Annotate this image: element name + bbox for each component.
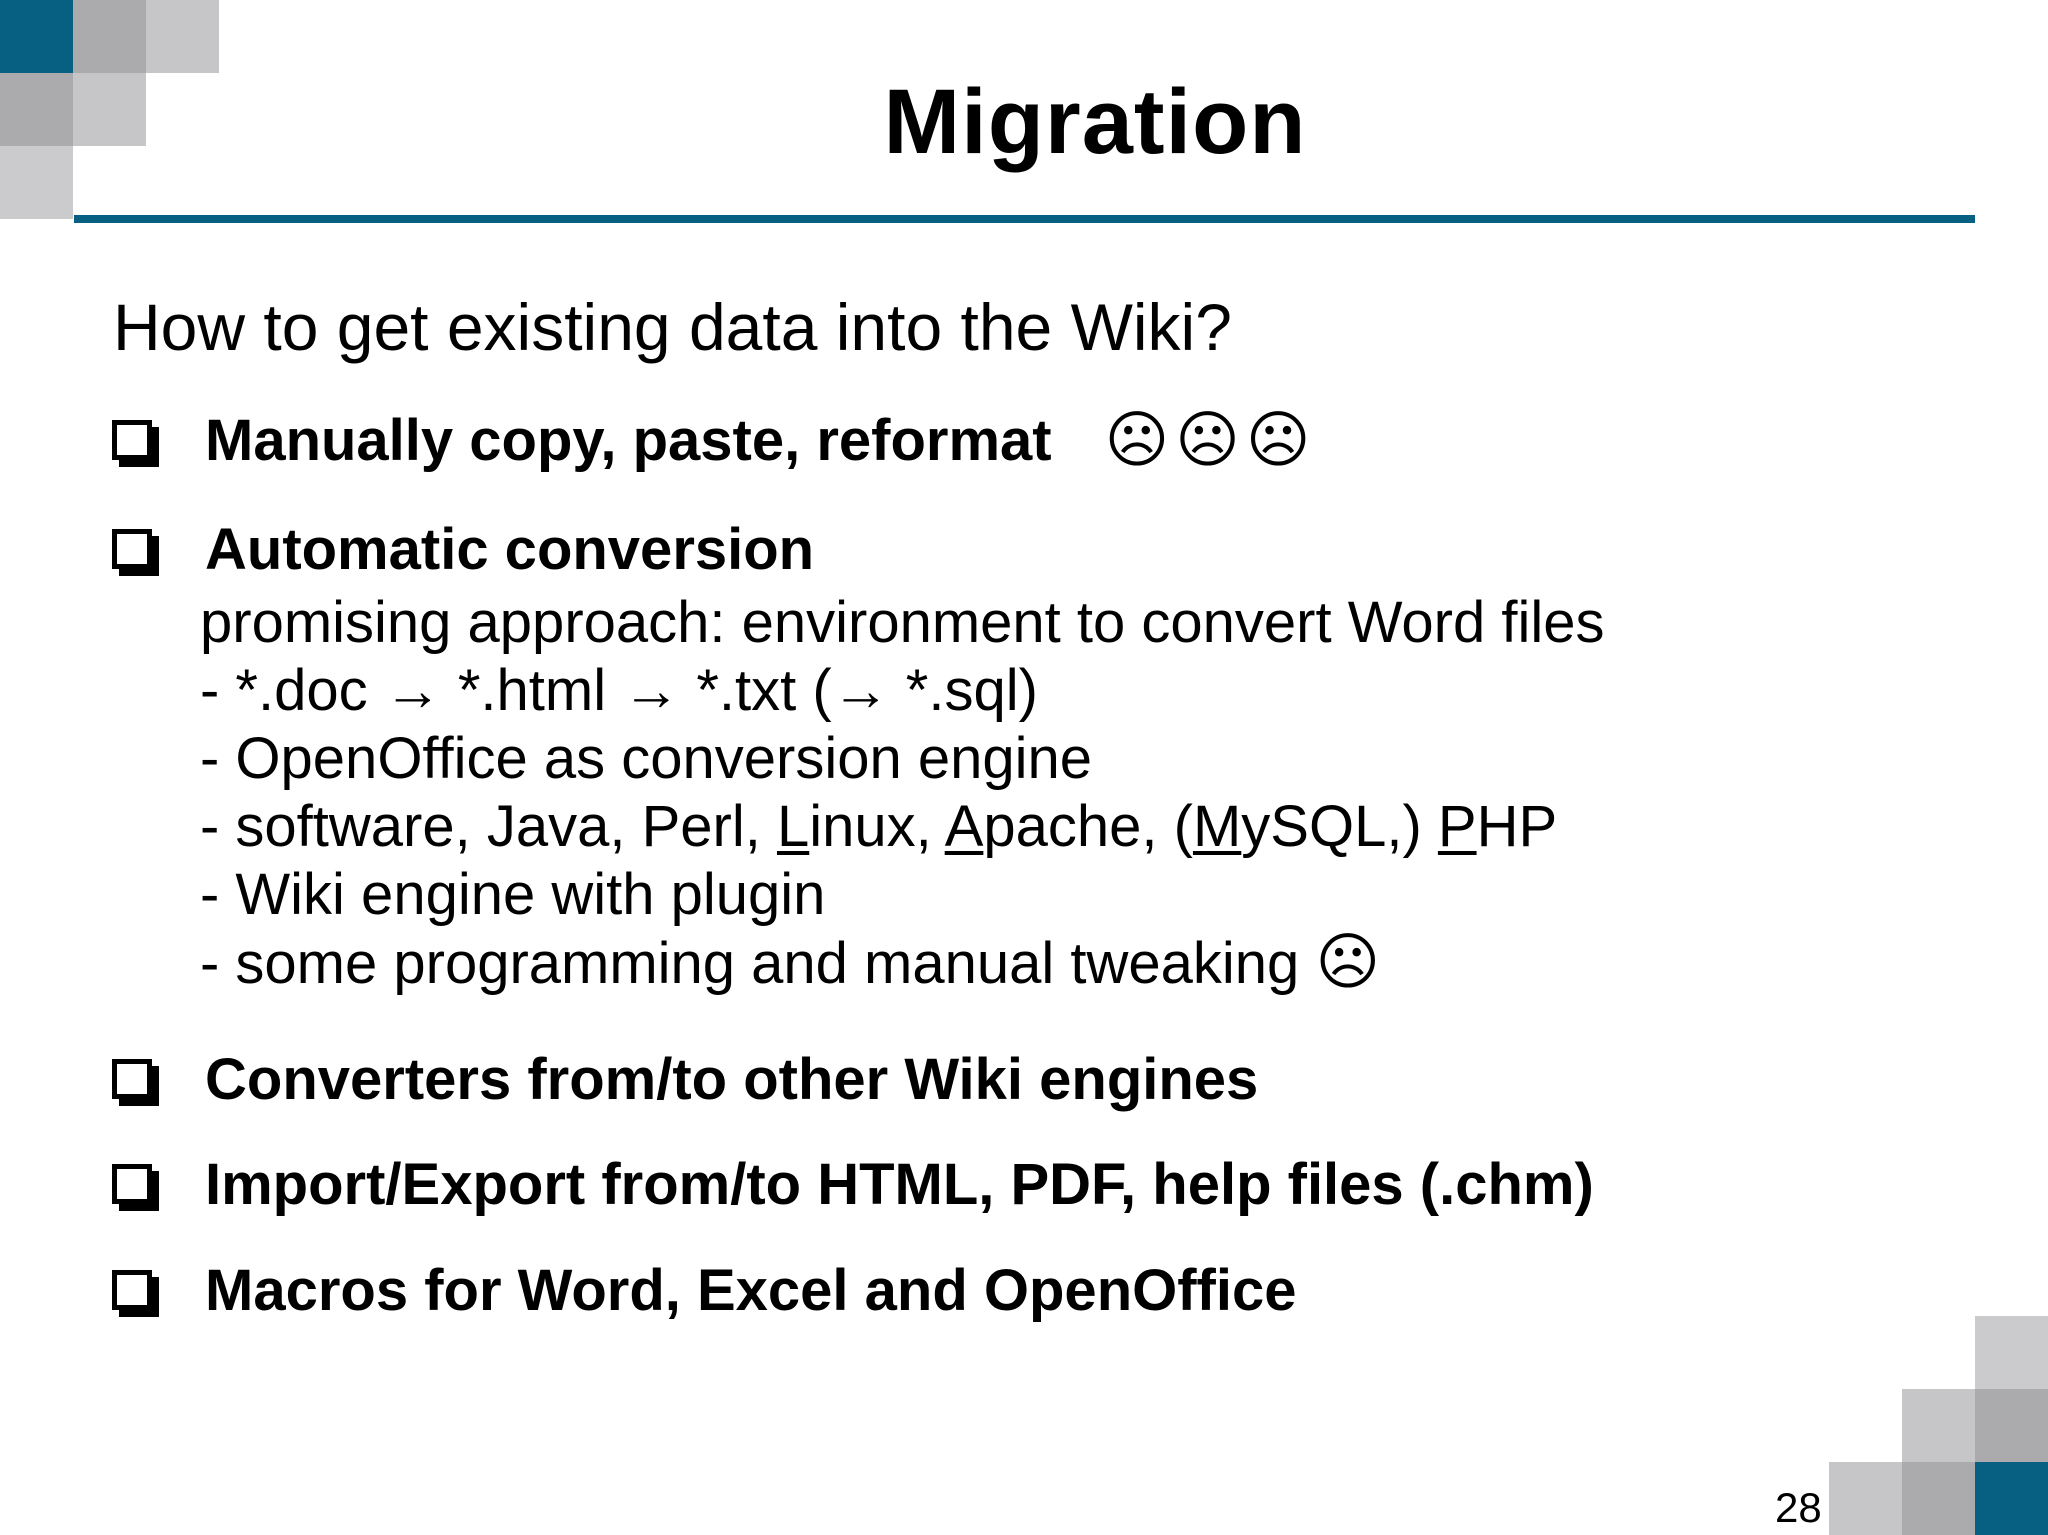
- sad-faces-icon: ☹☹☹: [1104, 406, 1317, 475]
- bullet-automatic-conversion: Automatic conversion: [112, 521, 814, 579]
- bullet-label: Converters from/to other Wiki engines: [205, 1047, 1259, 1112]
- checkbox-bullet-icon: [112, 1059, 152, 1099]
- bullet-label: Manually copy, paste, reformat: [205, 408, 1052, 473]
- decoration-square-gray: [73, 0, 146, 73]
- decoration-square-gray: [146, 0, 219, 73]
- sad-face-icon: ☹: [1315, 928, 1381, 997]
- bullet-manually-copy: Manually copy, paste, reformat ☹☹☹: [112, 406, 1317, 475]
- decoration-square-teal: [0, 0, 73, 73]
- decoration-square-teal: [1975, 1462, 2048, 1535]
- checkbox-bullet-icon: [112, 529, 152, 569]
- decoration-square-gray: [1975, 1316, 2048, 1389]
- sub-item: promising approach: environment to conve…: [200, 590, 1605, 655]
- decoration-square-gray: [1975, 1389, 2048, 1462]
- slide-title: Migration: [883, 71, 1307, 173]
- auto-conversion-details: promising approach: environment to conve…: [200, 589, 1605, 998]
- decoration-square-gray: [1902, 1389, 1975, 1462]
- decoration-square-gray: [0, 146, 73, 219]
- bullet-converters: Converters from/to other Wiki engines: [112, 1051, 1258, 1109]
- bullet-import-export: Import/Export from/to HTML, PDF, help fi…: [112, 1156, 1594, 1214]
- bullet-label: Macros for Word, Excel and OpenOffice: [205, 1258, 1297, 1323]
- checkbox-bullet-icon: [112, 1270, 152, 1310]
- page-number: 28: [1775, 1484, 1822, 1531]
- sub-item: - software, Java, Perl, Linux, Apache, (…: [200, 794, 1558, 859]
- checkbox-bullet-icon: [112, 420, 152, 460]
- decoration-square-gray: [1902, 1462, 1975, 1535]
- sub-item: - *.doc → *.html → *.txt (→ *.sql): [200, 658, 1038, 723]
- decoration-square-gray: [1829, 1462, 1902, 1535]
- title-divider-rule: [74, 215, 1975, 223]
- checkbox-bullet-icon: [112, 1164, 152, 1204]
- decoration-square-gray: [0, 73, 73, 146]
- bullet-label: Automatic conversion: [205, 517, 815, 582]
- bullet-label: Import/Export from/to HTML, PDF, help fi…: [205, 1152, 1594, 1217]
- sub-item: - OpenOffice as conversion engine: [200, 726, 1093, 791]
- intro-question: How to get existing data into the Wiki?: [113, 290, 1232, 364]
- sub-item: - Wiki engine with plugin: [200, 862, 826, 927]
- sub-item: - some programming and manual tweaking ☹: [200, 928, 1381, 997]
- bullet-macros: Macros for Word, Excel and OpenOffice: [112, 1262, 1297, 1320]
- decoration-square-gray: [73, 73, 146, 146]
